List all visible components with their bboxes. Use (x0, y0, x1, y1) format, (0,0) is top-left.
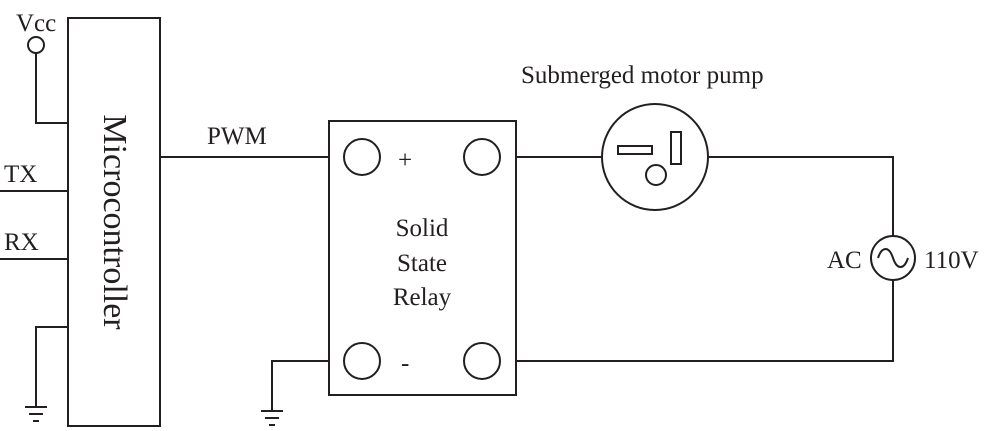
microcontroller-block (67, 17, 161, 427)
ssr-terminal-minus (343, 342, 381, 380)
ssr-terminal-load-bottom (463, 342, 501, 380)
pump-to-ac-wire (708, 156, 894, 236)
ssr-plus-label: + (398, 147, 412, 174)
ssr-terminal-load-top (463, 138, 501, 176)
ssr-ground-wire (271, 360, 329, 411)
microcontroller-label: Microcontroller (96, 114, 133, 330)
ground-icon (25, 406, 47, 422)
ssr-label-line-1: Solid (396, 215, 449, 242)
ac-label: AC (827, 247, 862, 274)
voltage-label: 110V (924, 247, 979, 274)
ssr-terminal-plus (343, 138, 381, 176)
vcc-terminal-icon (27, 36, 68, 124)
ssr-label-line-3: Relay (393, 284, 452, 311)
ac-source-icon (870, 235, 916, 281)
tx-label: TX (4, 161, 37, 188)
pump-label: Submerged motor pump (521, 62, 764, 89)
ac-return-wire (516, 281, 894, 362)
ssr-label-line-2: State (397, 250, 447, 277)
microcontroller-ground-wire (35, 326, 68, 407)
vcc-label: Vcc (16, 10, 56, 37)
motor-pump-icon (601, 103, 709, 211)
ground-icon (261, 410, 283, 426)
pwm-label: PWM (207, 123, 267, 150)
rx-label: RX (4, 229, 39, 256)
ssr-minus-label: - (401, 350, 409, 377)
